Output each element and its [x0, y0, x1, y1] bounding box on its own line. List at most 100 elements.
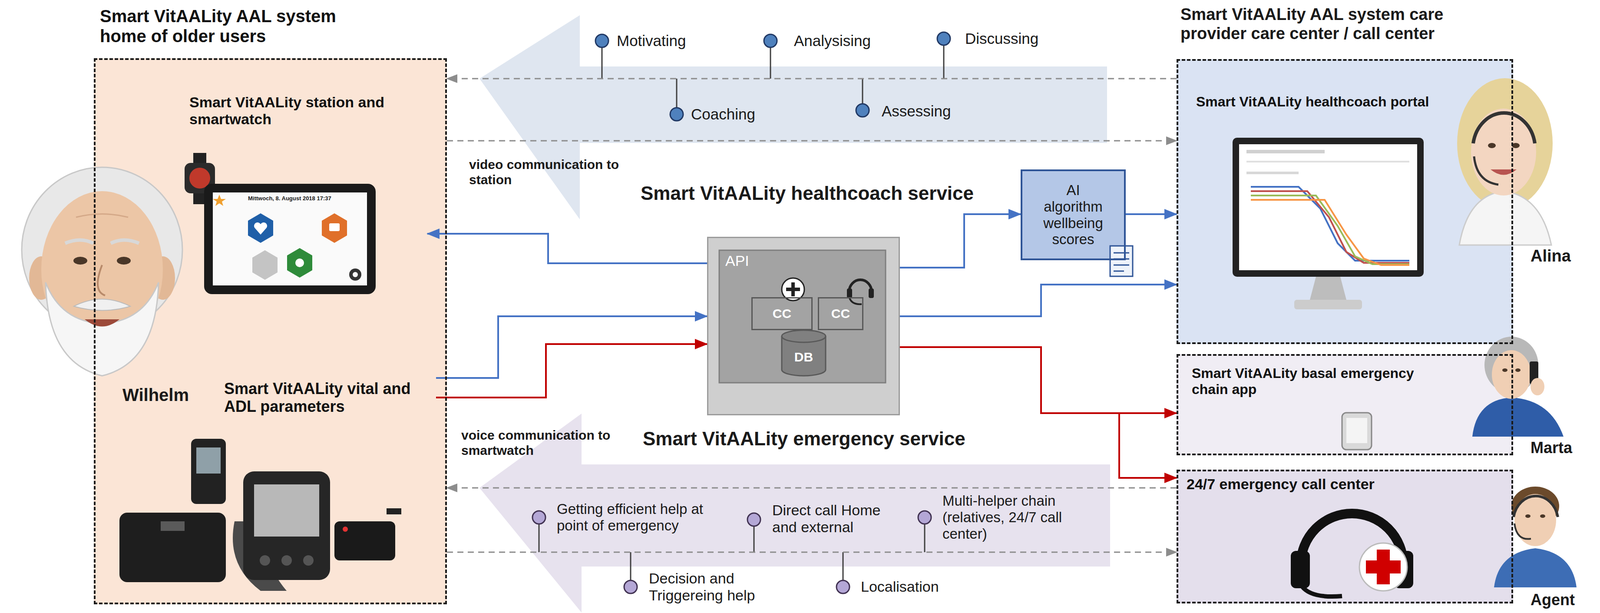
person-alina: [1474, 156, 1499, 185]
monitor: [1250, 186, 1410, 261]
activity-item: Getting efficient help at point of emerg…: [556, 500, 707, 534]
person-marta: [1530, 377, 1545, 396]
callcenter-icon: [1290, 513, 1414, 597]
node-text: Smart VitAALity station and smartwatch: [189, 93, 423, 128]
tablet: [352, 271, 358, 278]
person-name: Alina: [1530, 246, 1571, 266]
pin-marker: [670, 107, 684, 121]
person-name: Agent: [1530, 590, 1575, 609]
database-cylinder-outline: [781, 336, 826, 343]
tablet: [287, 247, 313, 278]
database-cylinder-outline: [781, 330, 826, 376]
database-cylinder: DB: [781, 330, 826, 376]
measuring-devices: [191, 438, 226, 504]
portal-fill: [1176, 59, 1514, 344]
flow-band: [479, 413, 1111, 613]
tablet: [321, 213, 348, 243]
user-portrait: [116, 256, 131, 265]
pin-marker: [624, 580, 638, 594]
tablet: [349, 268, 362, 281]
home-region: Smart VitAALity AAL system home of older…: [93, 58, 447, 605]
callcenter-fill: [1176, 469, 1514, 604]
pin-marker: [630, 552, 632, 581]
tablet: [247, 213, 274, 243]
document-icon: [1110, 245, 1133, 277]
user-portrait: [76, 214, 129, 218]
service-title: Smart VitAALity healthcoach service: [640, 182, 974, 205]
person-alina: [1487, 142, 1496, 149]
measuring-devices: [160, 521, 185, 531]
connector: [1125, 213, 1177, 215]
service-title: Smart VitAALity emergency service: [642, 427, 966, 450]
phone-icon: [1342, 412, 1372, 450]
phone-icon: [1342, 412, 1372, 450]
api-fill: [707, 236, 900, 416]
phone-icon: [1346, 417, 1368, 443]
pin-marker: [538, 523, 540, 553]
headset-icon: [868, 288, 874, 298]
headset-icon: [849, 297, 862, 305]
service-panel: Smart VitAALity healthcoach portal: [1176, 59, 1514, 344]
person-agent: [1514, 523, 1531, 539]
tablet: [254, 222, 268, 235]
headset-icon: [846, 279, 874, 305]
pin-marker: [601, 47, 603, 79]
screen-date: Mittwoch, 8. August 2018 17:37: [247, 195, 332, 202]
user-portrait: [73, 256, 88, 265]
api-box: APICCCCDB: [707, 236, 900, 416]
tablet: [204, 183, 376, 295]
api-fill: [707, 236, 900, 416]
pin-marker: [770, 47, 772, 79]
person-marta: [1472, 397, 1564, 437]
activity-item: Discussing: [965, 29, 1039, 48]
connector: [446, 487, 1177, 489]
node-text: 24/7 emergency call center: [1186, 475, 1375, 493]
measuring-devices: [119, 438, 402, 591]
pin-marker: [836, 580, 850, 594]
connector: [899, 284, 1177, 317]
measuring-devices: [386, 508, 402, 515]
callcenter-icon: [1302, 586, 1343, 597]
node-text: AI algorithm wellbeing scores: [1036, 181, 1111, 248]
person-marta: [1502, 368, 1508, 372]
measuring-devices: [303, 555, 314, 566]
connector: [427, 233, 708, 264]
person-alina: [1473, 112, 1535, 144]
person-alina: [1459, 191, 1552, 245]
pin-marker: [595, 34, 609, 48]
monitor: [1294, 299, 1362, 310]
activity-item: Multi-helper chain (relatives, 24/7 call…: [942, 492, 1108, 543]
node-text: CC: [831, 306, 850, 322]
node-text: Smart VitAALity AAL system home of older…: [99, 6, 352, 47]
monitor: [1309, 276, 1347, 300]
person-agent: [1494, 486, 1577, 588]
tablet: [204, 183, 376, 295]
connector: [446, 551, 1177, 553]
document-icon: [1113, 270, 1124, 272]
person-marta: [1515, 368, 1521, 372]
callcenter-icon: [1365, 560, 1401, 574]
process-box: AI algorithm wellbeing scores: [1020, 169, 1126, 261]
connector: [436, 316, 708, 378]
monitor: [1250, 199, 1410, 265]
activity-item: Localisation: [860, 578, 939, 596]
pin-marker: [747, 512, 761, 526]
component-box: CC: [751, 297, 813, 331]
service-panel: Smart VitAALity basal emergency chain ap…: [1176, 353, 1514, 456]
person-alina: [1471, 108, 1537, 196]
person-alina: [1457, 78, 1553, 245]
tablet: [212, 194, 226, 206]
activity-item: Coaching: [690, 105, 756, 123]
person-alina: [1457, 78, 1553, 209]
document-icon: [1110, 245, 1133, 277]
connector: [899, 347, 1177, 414]
node-text: API: [725, 252, 750, 270]
pin-marker: [918, 510, 932, 524]
person-marta: [1472, 336, 1564, 437]
device-group: Smart VitAALity station and smartwatch: [184, 88, 428, 302]
person-agent: [1525, 514, 1531, 518]
connector: [446, 140, 1177, 142]
tablet: [329, 223, 340, 232]
connector: [899, 347, 1177, 478]
